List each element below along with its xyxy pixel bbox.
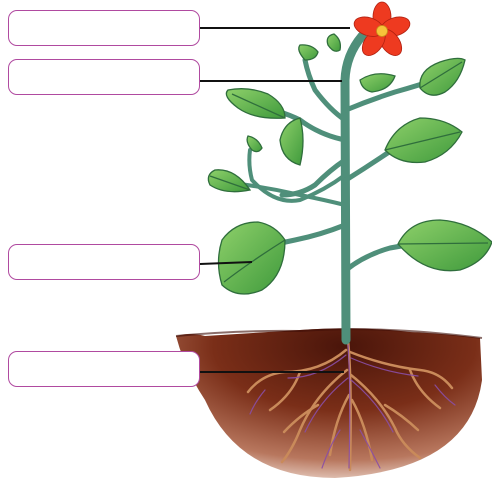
stem-label-box[interactable] <box>8 59 200 95</box>
flower-label-box[interactable] <box>8 10 200 46</box>
root-label-box[interactable] <box>8 351 200 387</box>
leaf-label-box[interactable] <box>8 244 200 280</box>
flower-icon <box>352 2 413 60</box>
